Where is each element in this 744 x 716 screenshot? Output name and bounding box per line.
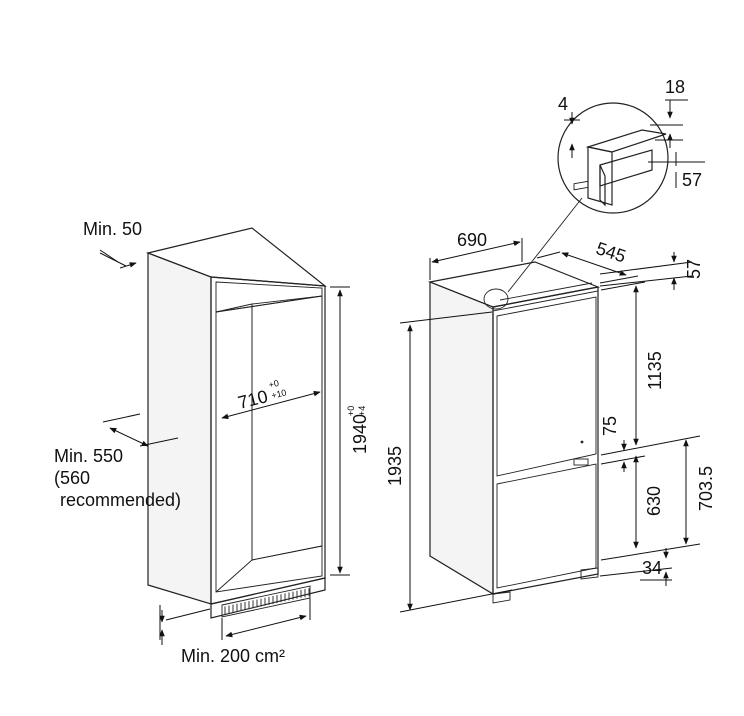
width-710-tol-bottom: +10 [270,387,287,400]
lower-630-label: 630 [644,486,664,516]
vent-grille [224,588,310,615]
lower-7035-label: 703.5 [696,466,716,511]
upper-1135-label: 1135 [645,351,665,390]
height-1940-label: 1940 [350,414,370,454]
height-1940-tol-bottom: +4 [357,406,367,416]
recommended-line2: recommended) [60,490,181,510]
appliance-body [427,180,601,604]
height-1940-tol-top: +0 [346,406,356,416]
depth-545-dim-line [561,252,627,276]
detail-dim-18: 18 [665,77,685,97]
niche-cabinet [145,227,327,619]
vent-dim-line [225,614,307,638]
width-710-label: 710 [236,386,270,413]
detail-view [557,102,669,214]
min-550-dim-line [109,427,149,447]
recommended-line1: (560 [54,468,90,488]
width-690-dim-line [431,240,521,264]
width-710-dim-line [221,390,321,420]
min-550-label: Min. 550 [54,446,123,466]
depth-545-label: 545 [594,238,629,266]
detail-dim-57: 57 [682,170,702,190]
foot-34-label: 34 [642,558,662,578]
detail-source-marker [483,288,509,310]
min-50-label: Min. 50 [83,219,142,239]
top-57-label: 57 [684,259,704,279]
gap-75-label: 75 [600,416,620,436]
height-1935-label: 1935 [385,446,405,486]
width-690-label: 690 [457,230,487,250]
vent-area-label: Min. 200 cm² [181,646,285,666]
detail-dim-4: 4 [558,94,568,114]
depth-ext-line-top [102,413,141,423]
width-710-tol-top: +0 [268,378,280,390]
